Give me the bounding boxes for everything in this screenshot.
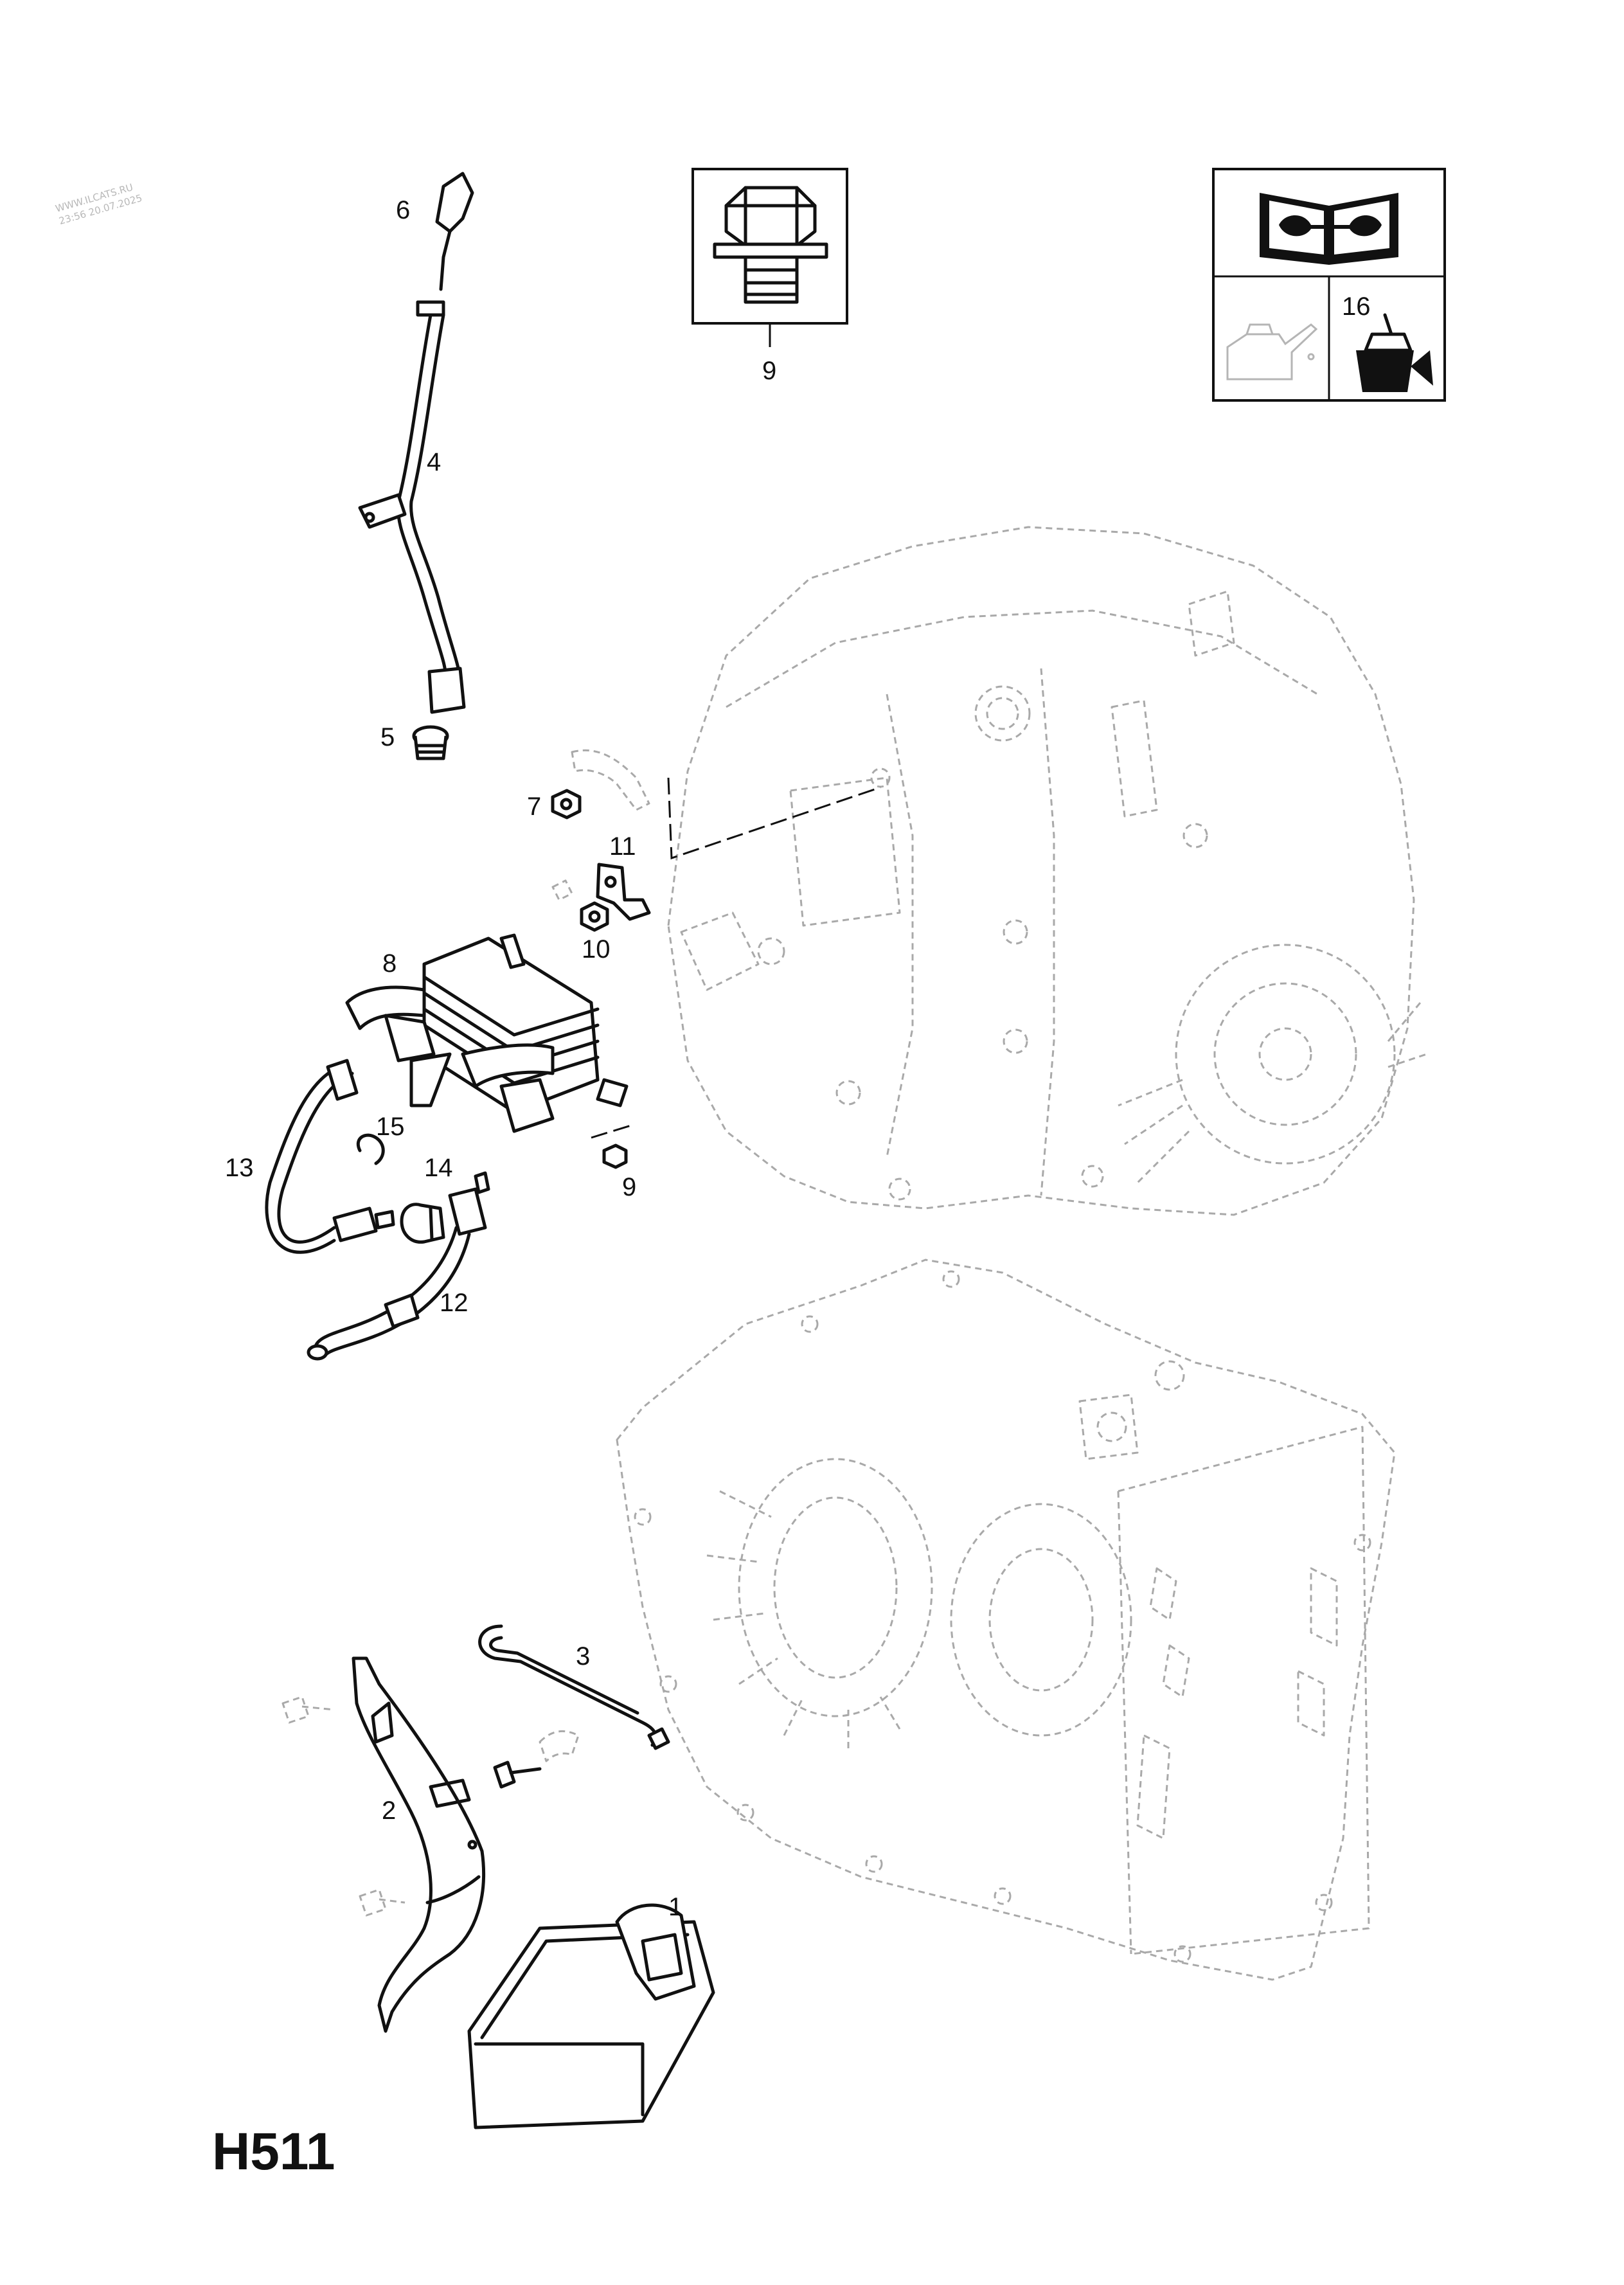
- diagram-code: H511: [212, 2122, 335, 2181]
- drain-plug-box[interactable]: 9: [692, 168, 848, 385]
- bolt-lower: [359, 1888, 406, 1917]
- callout-1: 1: [668, 1893, 683, 1921]
- oil-can-icon: [1226, 323, 1318, 381]
- bracket-fasteners[interactable]: 7 11 10: [527, 749, 881, 963]
- transmission-assembly-ghost: [667, 526, 1427, 1216]
- oil-cooler[interactable]: 8 9: [345, 933, 636, 1201]
- callout-13: 13: [225, 1154, 254, 1182]
- dipstick-seal: [412, 725, 449, 760]
- callout-15: 15: [376, 1113, 405, 1141]
- hose-12: [307, 1171, 490, 1361]
- dipstick-handle: [435, 172, 474, 291]
- bolt-center: [493, 1761, 542, 1789]
- oil-filter[interactable]: 1: [467, 1893, 715, 2129]
- callout-7: 7: [527, 793, 541, 821]
- callout-12: 12: [440, 1289, 468, 1317]
- sealant-tube-icon: [1356, 313, 1433, 392]
- callout-16: 16: [1342, 292, 1371, 321]
- callout-4: 4: [427, 448, 441, 476]
- callout-14: 14: [424, 1154, 453, 1182]
- service-info-box: 16: [1212, 168, 1446, 402]
- callout-6: 6: [396, 196, 410, 224]
- callout-11: 11: [609, 832, 636, 861]
- callout-5: 5: [380, 723, 395, 751]
- drain-plug-icon: [713, 186, 828, 304]
- callout-9-cooler: 9: [622, 1173, 636, 1201]
- callout-8: 8: [382, 949, 397, 978]
- cooler-hoses[interactable]: 13 15 14 12: [225, 1059, 490, 1361]
- vent-tube[interactable]: 3: [478, 1624, 670, 1750]
- dipstick-assembly[interactable]: 6 4 5: [358, 172, 474, 760]
- transmission-housing-ghost: [616, 1259, 1396, 1981]
- adapter-14: [400, 1203, 445, 1244]
- callout-10: 10: [582, 935, 611, 963]
- bolt-upper: [281, 1696, 335, 1724]
- callout-9-plug: 9: [762, 357, 776, 385]
- hose-13: [265, 1059, 395, 1254]
- clip-15: [357, 1133, 385, 1165]
- callout-2: 2: [382, 1797, 396, 1825]
- watermark: WWW.ILCATS.RU 23:56 20.07.2025: [54, 181, 143, 227]
- callout-3: 3: [576, 1642, 590, 1671]
- shield-plate[interactable]: 2: [281, 1656, 580, 2033]
- service-manual-wrench-icon: [1260, 193, 1398, 265]
